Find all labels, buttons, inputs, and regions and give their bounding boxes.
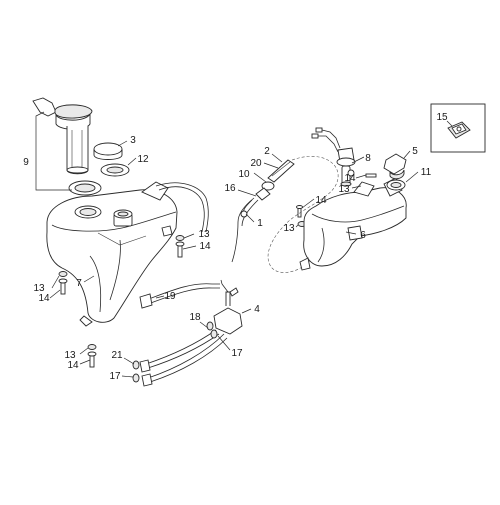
callout-18: 18 <box>189 312 201 323</box>
callout-13e: 13 <box>283 223 295 234</box>
callout-14c: 14 <box>67 360 79 371</box>
callout-13d: 13 <box>338 184 350 195</box>
bolt-washer-set-tank-left <box>58 271 68 295</box>
oil-level-sender <box>311 127 356 187</box>
callout-20: 20 <box>250 158 262 169</box>
fuel-level-sender <box>32 97 93 175</box>
callout-8: 8 <box>365 153 371 164</box>
fuel-tap <box>213 279 243 335</box>
callout-5: 5 <box>412 146 418 157</box>
oil-pump-control-cable <box>231 159 295 263</box>
callout-7: 7 <box>76 278 82 289</box>
callout-13c: 13 <box>64 350 76 361</box>
oil-tank <box>299 177 407 271</box>
oil-tank-cap <box>383 153 407 180</box>
callout-14b: 14 <box>38 293 50 304</box>
fuel-hose-tap-to-tank <box>139 283 220 309</box>
bolt-washer-set-tank-bottom <box>87 344 97 368</box>
fuel-cap <box>93 142 123 160</box>
callout-17a: 17 <box>231 348 243 359</box>
oil-hose-loop <box>267 156 339 273</box>
sender-gasket-ring <box>68 180 102 196</box>
callout-3: 3 <box>130 135 136 146</box>
callout-4: 4 <box>254 304 260 315</box>
callout-12: 12 <box>137 154 149 165</box>
callout-1: 1 <box>257 218 263 229</box>
callout-9: 9 <box>23 157 29 168</box>
hose-clips <box>132 321 218 383</box>
callout-6: 6 <box>360 230 366 241</box>
callout-13b: 13 <box>33 283 45 294</box>
cap-gasket-ring <box>100 163 130 177</box>
callout-11: 11 <box>421 167 432 178</box>
leader-lines <box>35 111 453 378</box>
callout-14d: 14 <box>344 173 356 184</box>
callout-13a: 13 <box>198 229 210 240</box>
callout-14e: 14 <box>315 195 327 206</box>
callout-19: 19 <box>164 291 176 302</box>
callout-16: 16 <box>224 183 236 194</box>
callout-17b: 17 <box>109 371 121 382</box>
fuel-tank <box>46 181 209 327</box>
callout-15: 15 <box>436 112 448 123</box>
callout-2: 2 <box>264 146 270 157</box>
callout-10: 10 <box>238 169 250 180</box>
callout-labels: 9 3 12 13 14 13 14 7 13 14 19 4 18 17 21… <box>23 112 448 382</box>
oil-cap-gasket <box>386 179 406 191</box>
bolt-washer-set-tank-right <box>175 235 185 258</box>
clip-detail-inset <box>430 103 486 153</box>
callout-14a: 14 <box>199 241 211 252</box>
callout-21: 21 <box>111 350 123 361</box>
